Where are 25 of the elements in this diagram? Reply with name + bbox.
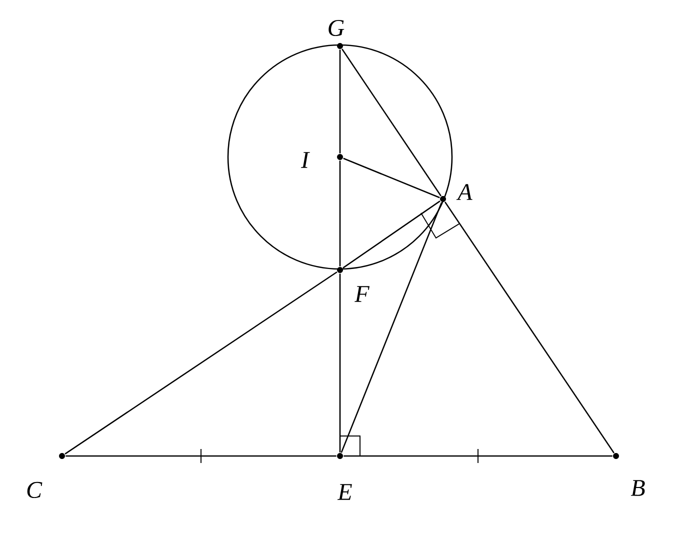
line-segment <box>340 202 442 453</box>
point <box>337 43 343 49</box>
point-label: F <box>354 286 370 302</box>
line-segment <box>342 200 440 268</box>
point-label: C <box>27 482 42 498</box>
point <box>337 452 343 459</box>
line-segment <box>343 158 440 198</box>
point-label: G <box>328 20 344 36</box>
line-segment <box>444 202 614 454</box>
point-label: E <box>337 484 352 500</box>
point-label: B <box>630 480 645 496</box>
line-segment <box>344 455 612 457</box>
line-segment <box>339 274 341 452</box>
point-label: A <box>456 184 472 200</box>
point <box>337 154 343 160</box>
line-segment <box>339 160 341 266</box>
point <box>337 266 343 273</box>
line-segment <box>64 271 338 454</box>
point <box>613 452 619 459</box>
point <box>59 452 65 459</box>
point <box>440 196 446 202</box>
line-segment <box>342 48 442 196</box>
point-label: I <box>300 152 310 168</box>
line-segment <box>66 455 336 457</box>
line-segment <box>339 50 341 154</box>
